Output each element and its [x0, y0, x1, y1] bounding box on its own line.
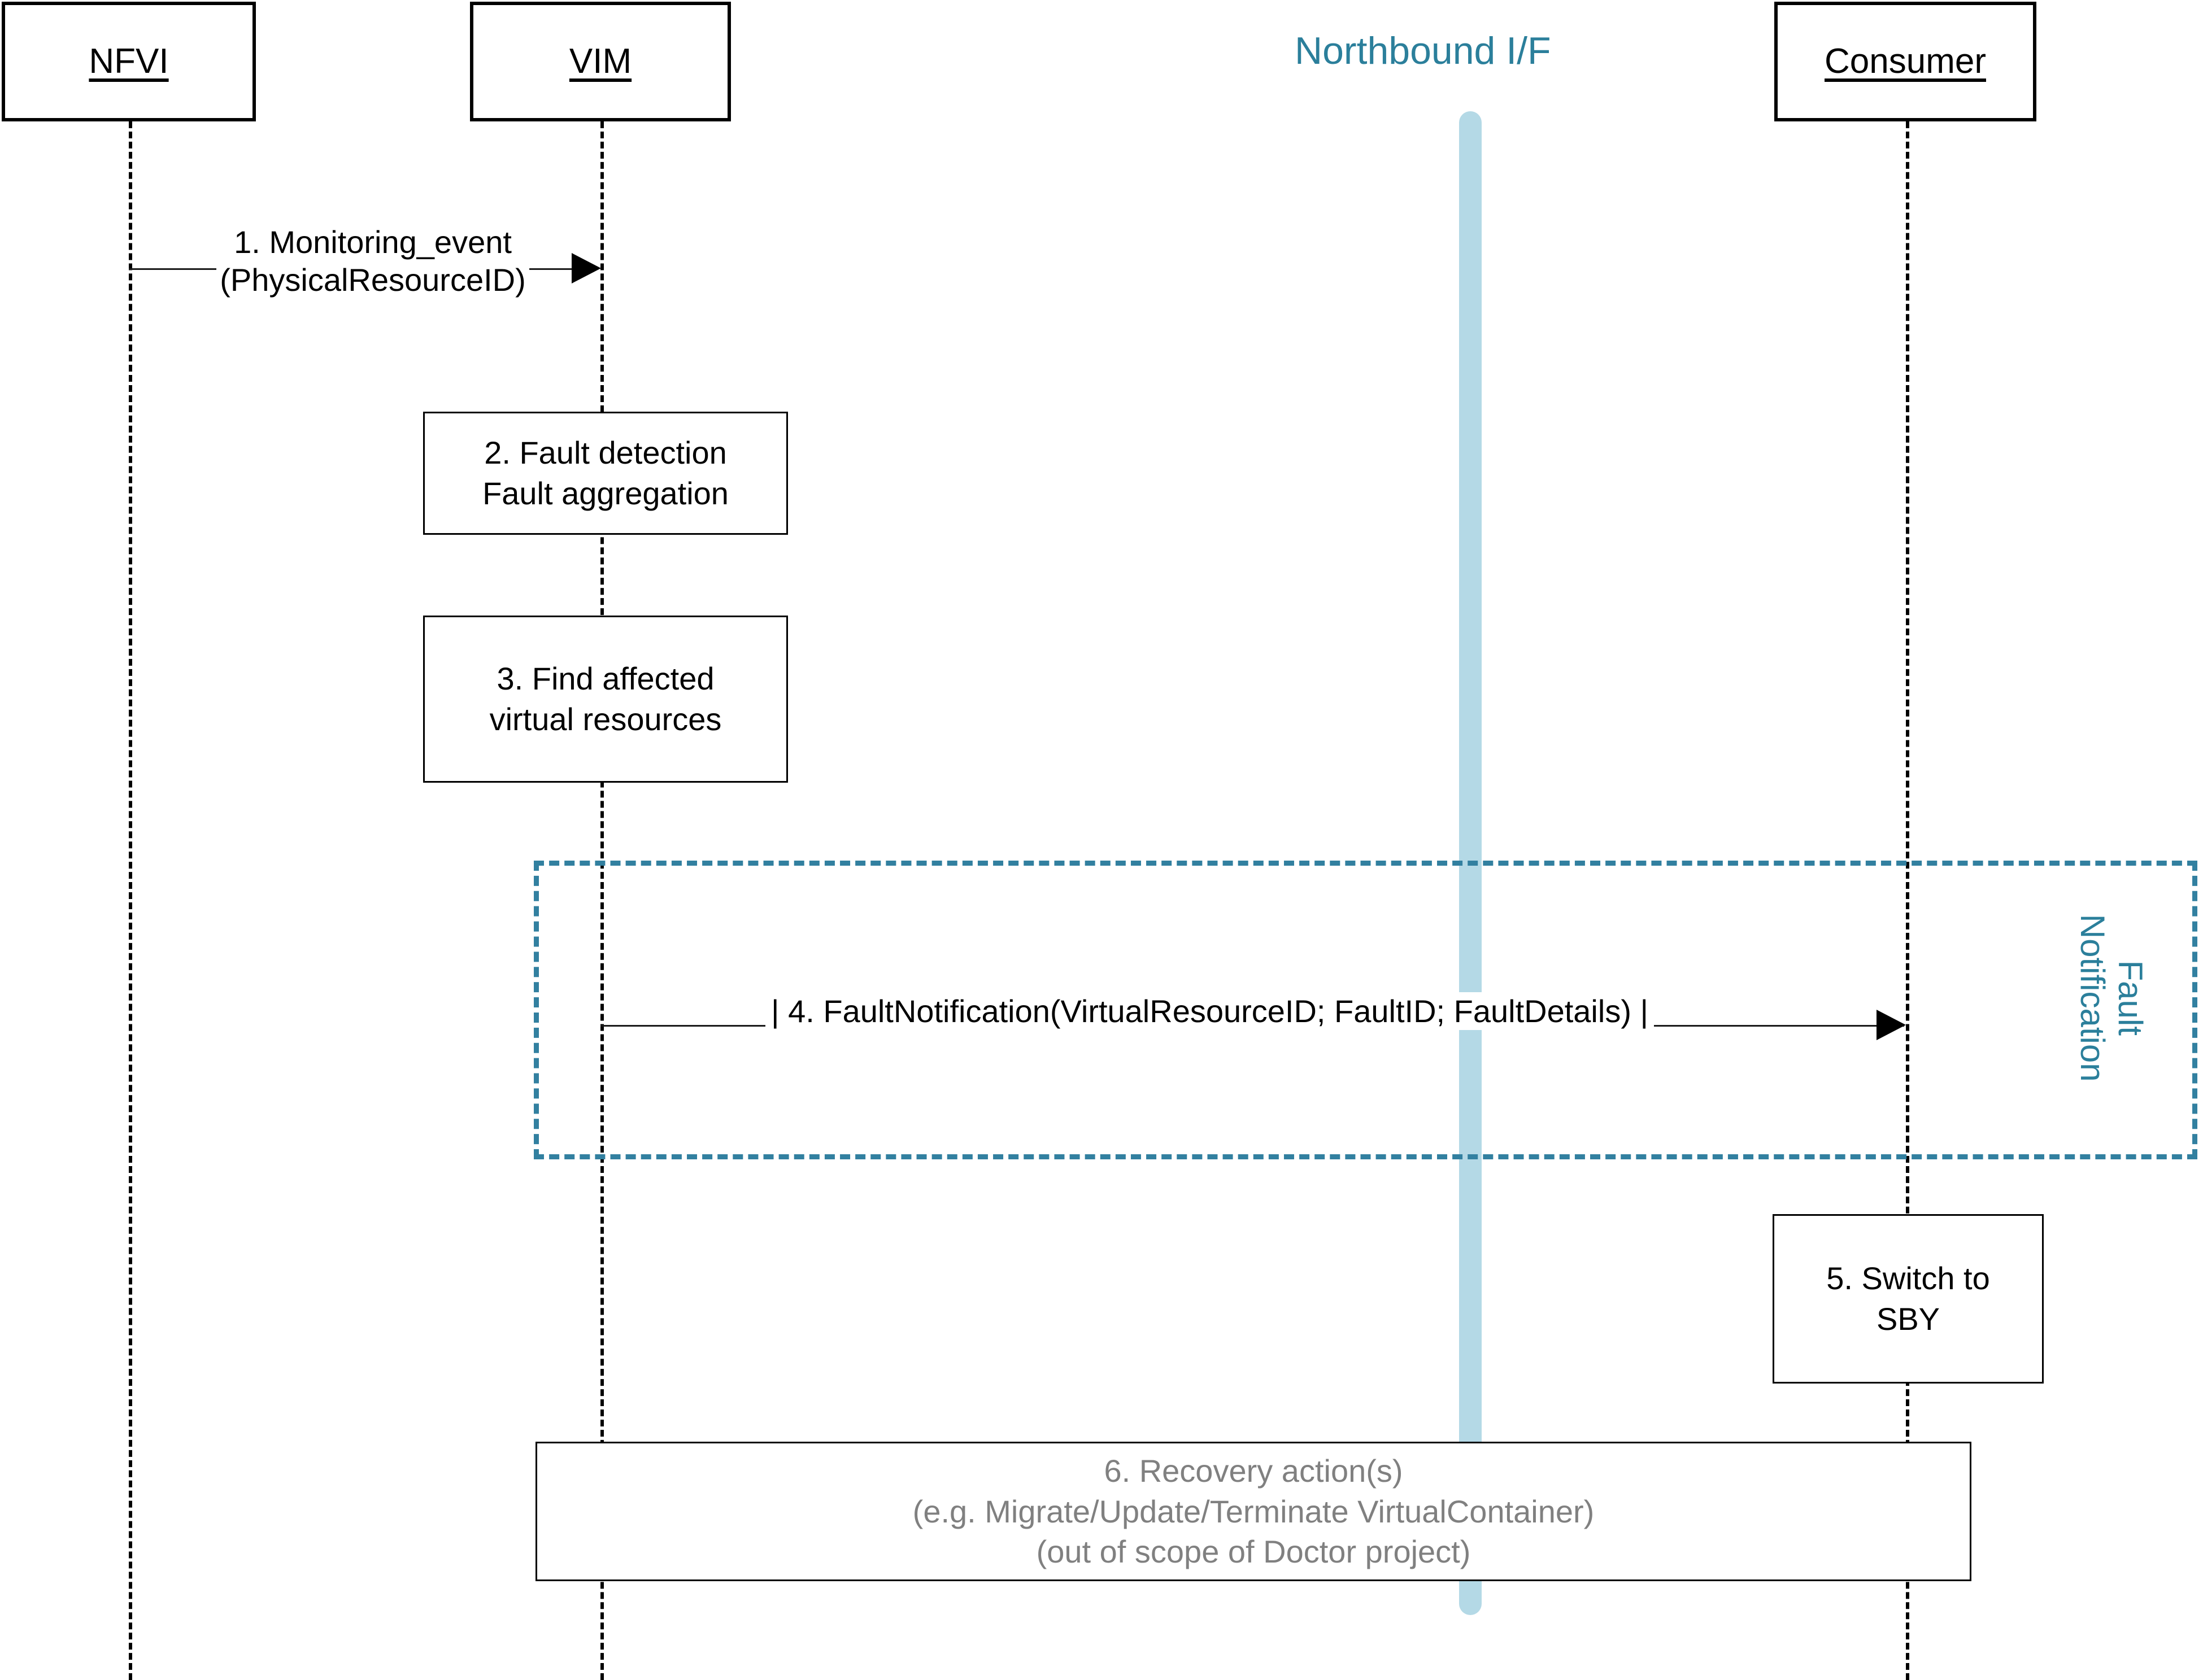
action-box-switch-to-sby[interactable]: 5. Switch to SBY [1773, 1214, 2044, 1384]
action-box-fault-detection-line2: Fault aggregation [482, 475, 729, 511]
lifeline-head-nfvi-label: NFVI [89, 42, 169, 81]
message-4-arrowhead [1877, 1010, 1906, 1040]
lifeline-nfvi [129, 121, 132, 1680]
action-box-recovery-actions-line2: (e.g. Migrate/Update/Terminate VirtualCo… [912, 1493, 1595, 1529]
action-box-recovery-actions-line1: 6. Recovery action(s) [1104, 1452, 1403, 1489]
action-box-find-affected-resources[interactable]: 3. Find affected virtual resources [423, 616, 788, 783]
message-1-label: 1. Monitoring_event (PhysicalResourceID) [203, 223, 542, 299]
message-1-label-line2: (PhysicalResourceID) [216, 261, 529, 299]
message-1-arrowhead [572, 253, 601, 283]
lifeline-head-nfvi[interactable]: NFVI [2, 2, 256, 121]
lifeline-head-consumer-label: Consumer [1825, 42, 1986, 81]
northbound-interface-title: Northbound I/F [1295, 29, 1551, 72]
action-box-find-affected-resources-line1: 3. Find affected [497, 661, 715, 697]
action-box-switch-to-sby-line2: SBY [1876, 1301, 1940, 1337]
lifeline-head-consumer[interactable]: Consumer [1774, 2, 2036, 121]
lifeline-vim [600, 121, 604, 1680]
message-1-label-line1: 1. Monitoring_event [230, 223, 515, 261]
message-4-label-text: | 4. FaultNotification(VirtualResourceID… [771, 993, 1649, 1029]
fragment-label-line2: Notification [2074, 914, 2111, 1082]
action-box-fault-detection[interactable]: 2. Fault detection Fault aggregation [423, 412, 788, 535]
lifeline-head-vim-label: VIM [569, 42, 632, 81]
action-box-recovery-actions[interactable]: 6. Recovery action(s) (e.g. Migrate/Upda… [535, 1442, 1971, 1581]
message-4-label: | 4. FaultNotification(VirtualResourceID… [765, 992, 1655, 1031]
lifeline-head-vim[interactable]: VIM [470, 2, 731, 121]
fragment-fault-notification [534, 861, 2197, 1159]
fragment-label-line1: Fault [2111, 960, 2150, 1036]
action-box-fault-detection-line1: 2. Fault detection [484, 435, 727, 471]
lifeline-consumer [1906, 121, 1909, 1680]
action-box-recovery-actions-line3: (out of scope of Doctor project) [1036, 1534, 1471, 1570]
action-box-switch-to-sby-line1: 5. Switch to [1826, 1260, 1990, 1297]
action-box-find-affected-resources-line2: virtual resources [489, 701, 722, 737]
fragment-fault-notification-label: Fault Notification [2074, 885, 2149, 1111]
